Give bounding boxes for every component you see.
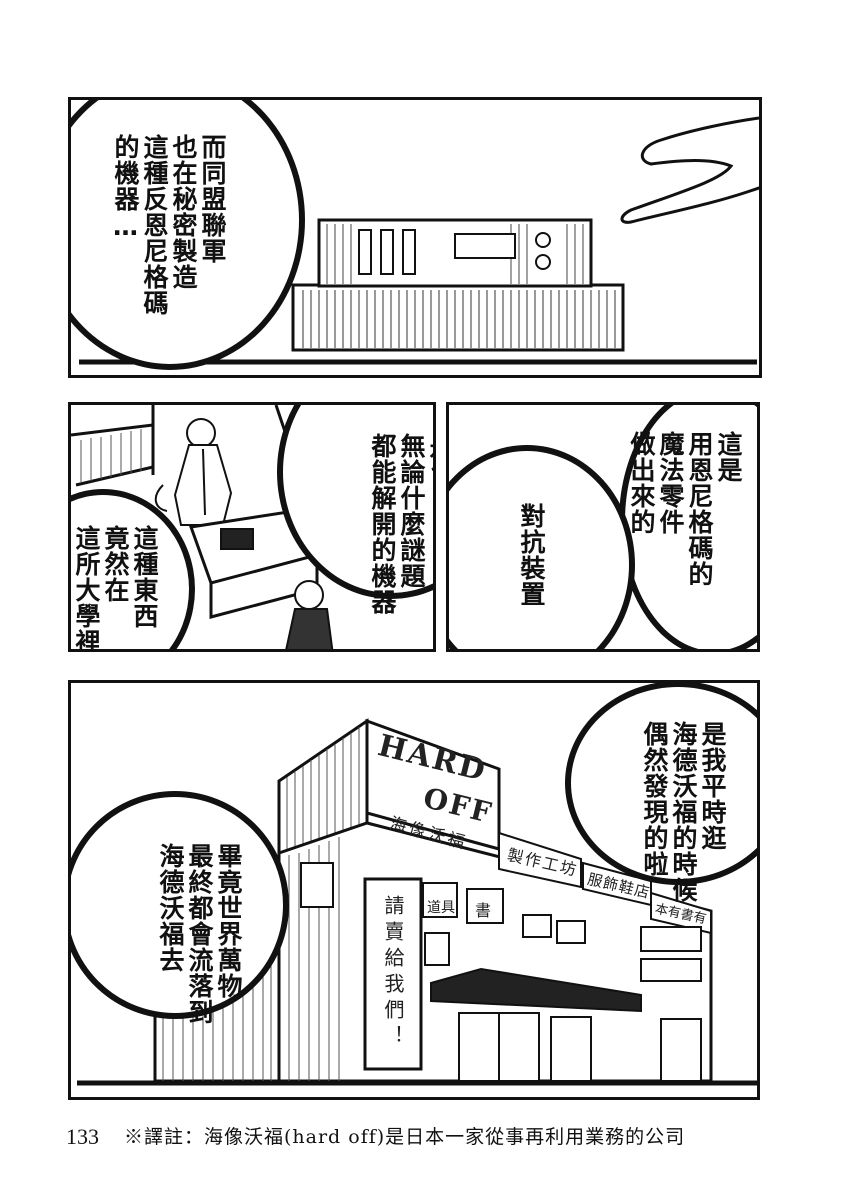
bubble-text: 對抗裝置 <box>517 503 546 607</box>
speech-bubble-right: 是我平時逛 海德沃福的時候 偶然發現的啦 <box>565 683 757 903</box>
bubble-text: 是台 無論什麼謎題 都能解開的機器 <box>368 433 436 615</box>
speech-bubble-top: 這是 用恩尼格碼的 魔法零件 做出來的 <box>619 405 757 649</box>
speech-bubble-left: 畢竟世界萬物 最終都會流落到 海德沃福去 <box>71 791 289 1025</box>
bubble-text: 而同盟聯軍 也在秘密製造 這種反恩尼格碼 的機器… <box>111 134 227 316</box>
panel-1: 而同盟聯軍 也在秘密製造 這種反恩尼格碼 的機器… <box>68 97 762 378</box>
classroom-illustration <box>71 405 334 649</box>
speech-bubble-bottom: 對抗裝置 <box>449 445 635 649</box>
book-box-sign: 書 <box>475 901 492 920</box>
bubble-text: 是我平時逛 海德沃福的時候 偶然發現的啦 <box>640 721 727 903</box>
enigma-machine-illustration <box>79 116 759 365</box>
speech-bubble: 而同盟聯軍 也在秘密製造 這種反恩尼格碼 的機器… <box>71 100 305 370</box>
bubble-text: 這是 用恩尼格碼的 魔法零件 做出來的 <box>627 431 743 587</box>
bubble-text: 這種東西 竟然在 這所大學裡？ <box>72 525 159 652</box>
bubble-text: 畢竟世界萬物 最終都會流落到 海德沃福去 <box>156 843 243 1025</box>
tools-sign: 道具 <box>427 900 455 916</box>
panel-3: 這是 用恩尼格碼的 魔法零件 做出來的 對抗裝置 <box>446 402 760 652</box>
panel-4: HARD OFF 海像沃福 製作工坊 服飾鞋店 本有書有 道具 書 請賣給我們！… <box>68 680 760 1100</box>
translator-footnote: ※譯註：海像沃福(hard off)是日本一家從事再利用業務的公司 <box>124 1126 686 1148</box>
vertical-banner-text: 請賣給我們！ <box>381 895 405 1051</box>
panel-2: 這種東西 竟然在 這所大學裡？ 是台 無論什麼謎題 都能解開的機器 <box>68 402 436 652</box>
page-number: 133 <box>66 1124 99 1149</box>
